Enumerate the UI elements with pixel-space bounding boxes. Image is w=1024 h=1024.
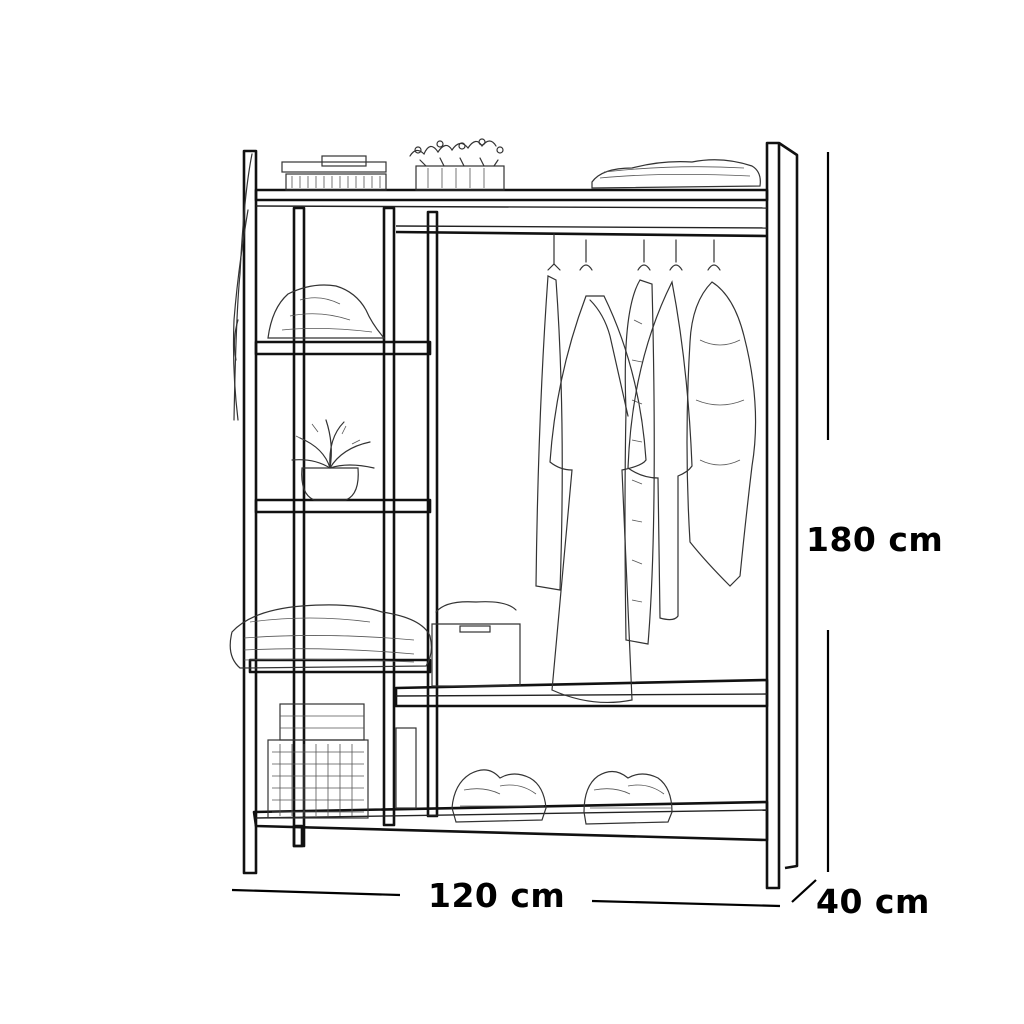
width-label: 120 cm <box>428 876 566 915</box>
garment-knit-icon <box>624 279 655 645</box>
garment-scarf-icon <box>535 275 563 591</box>
potted-plant-icon <box>291 419 375 501</box>
depth-dimension-line <box>791 879 817 903</box>
folded-sweater-icon <box>229 604 432 669</box>
hat-icon <box>267 284 386 339</box>
sneakers-pair-2-icon <box>583 770 673 825</box>
garment-shirt-icon <box>627 280 693 621</box>
handbag-icon <box>431 601 521 687</box>
height-label: 180 cm <box>806 520 944 559</box>
depth-label: 40 cm <box>816 882 930 921</box>
books-icon <box>281 155 387 191</box>
potted-flowers-icon <box>409 138 505 191</box>
folded-clothes-icon <box>591 159 761 189</box>
bag-strap-icon <box>232 153 253 421</box>
garment-coat-icon <box>549 295 647 704</box>
garment-jacket-icon <box>686 281 757 587</box>
hangers-icon <box>547 233 721 271</box>
width-dimension-line <box>231 888 781 908</box>
sneakers-pair-1-icon <box>451 769 547 823</box>
books-stack-icon <box>279 703 365 741</box>
